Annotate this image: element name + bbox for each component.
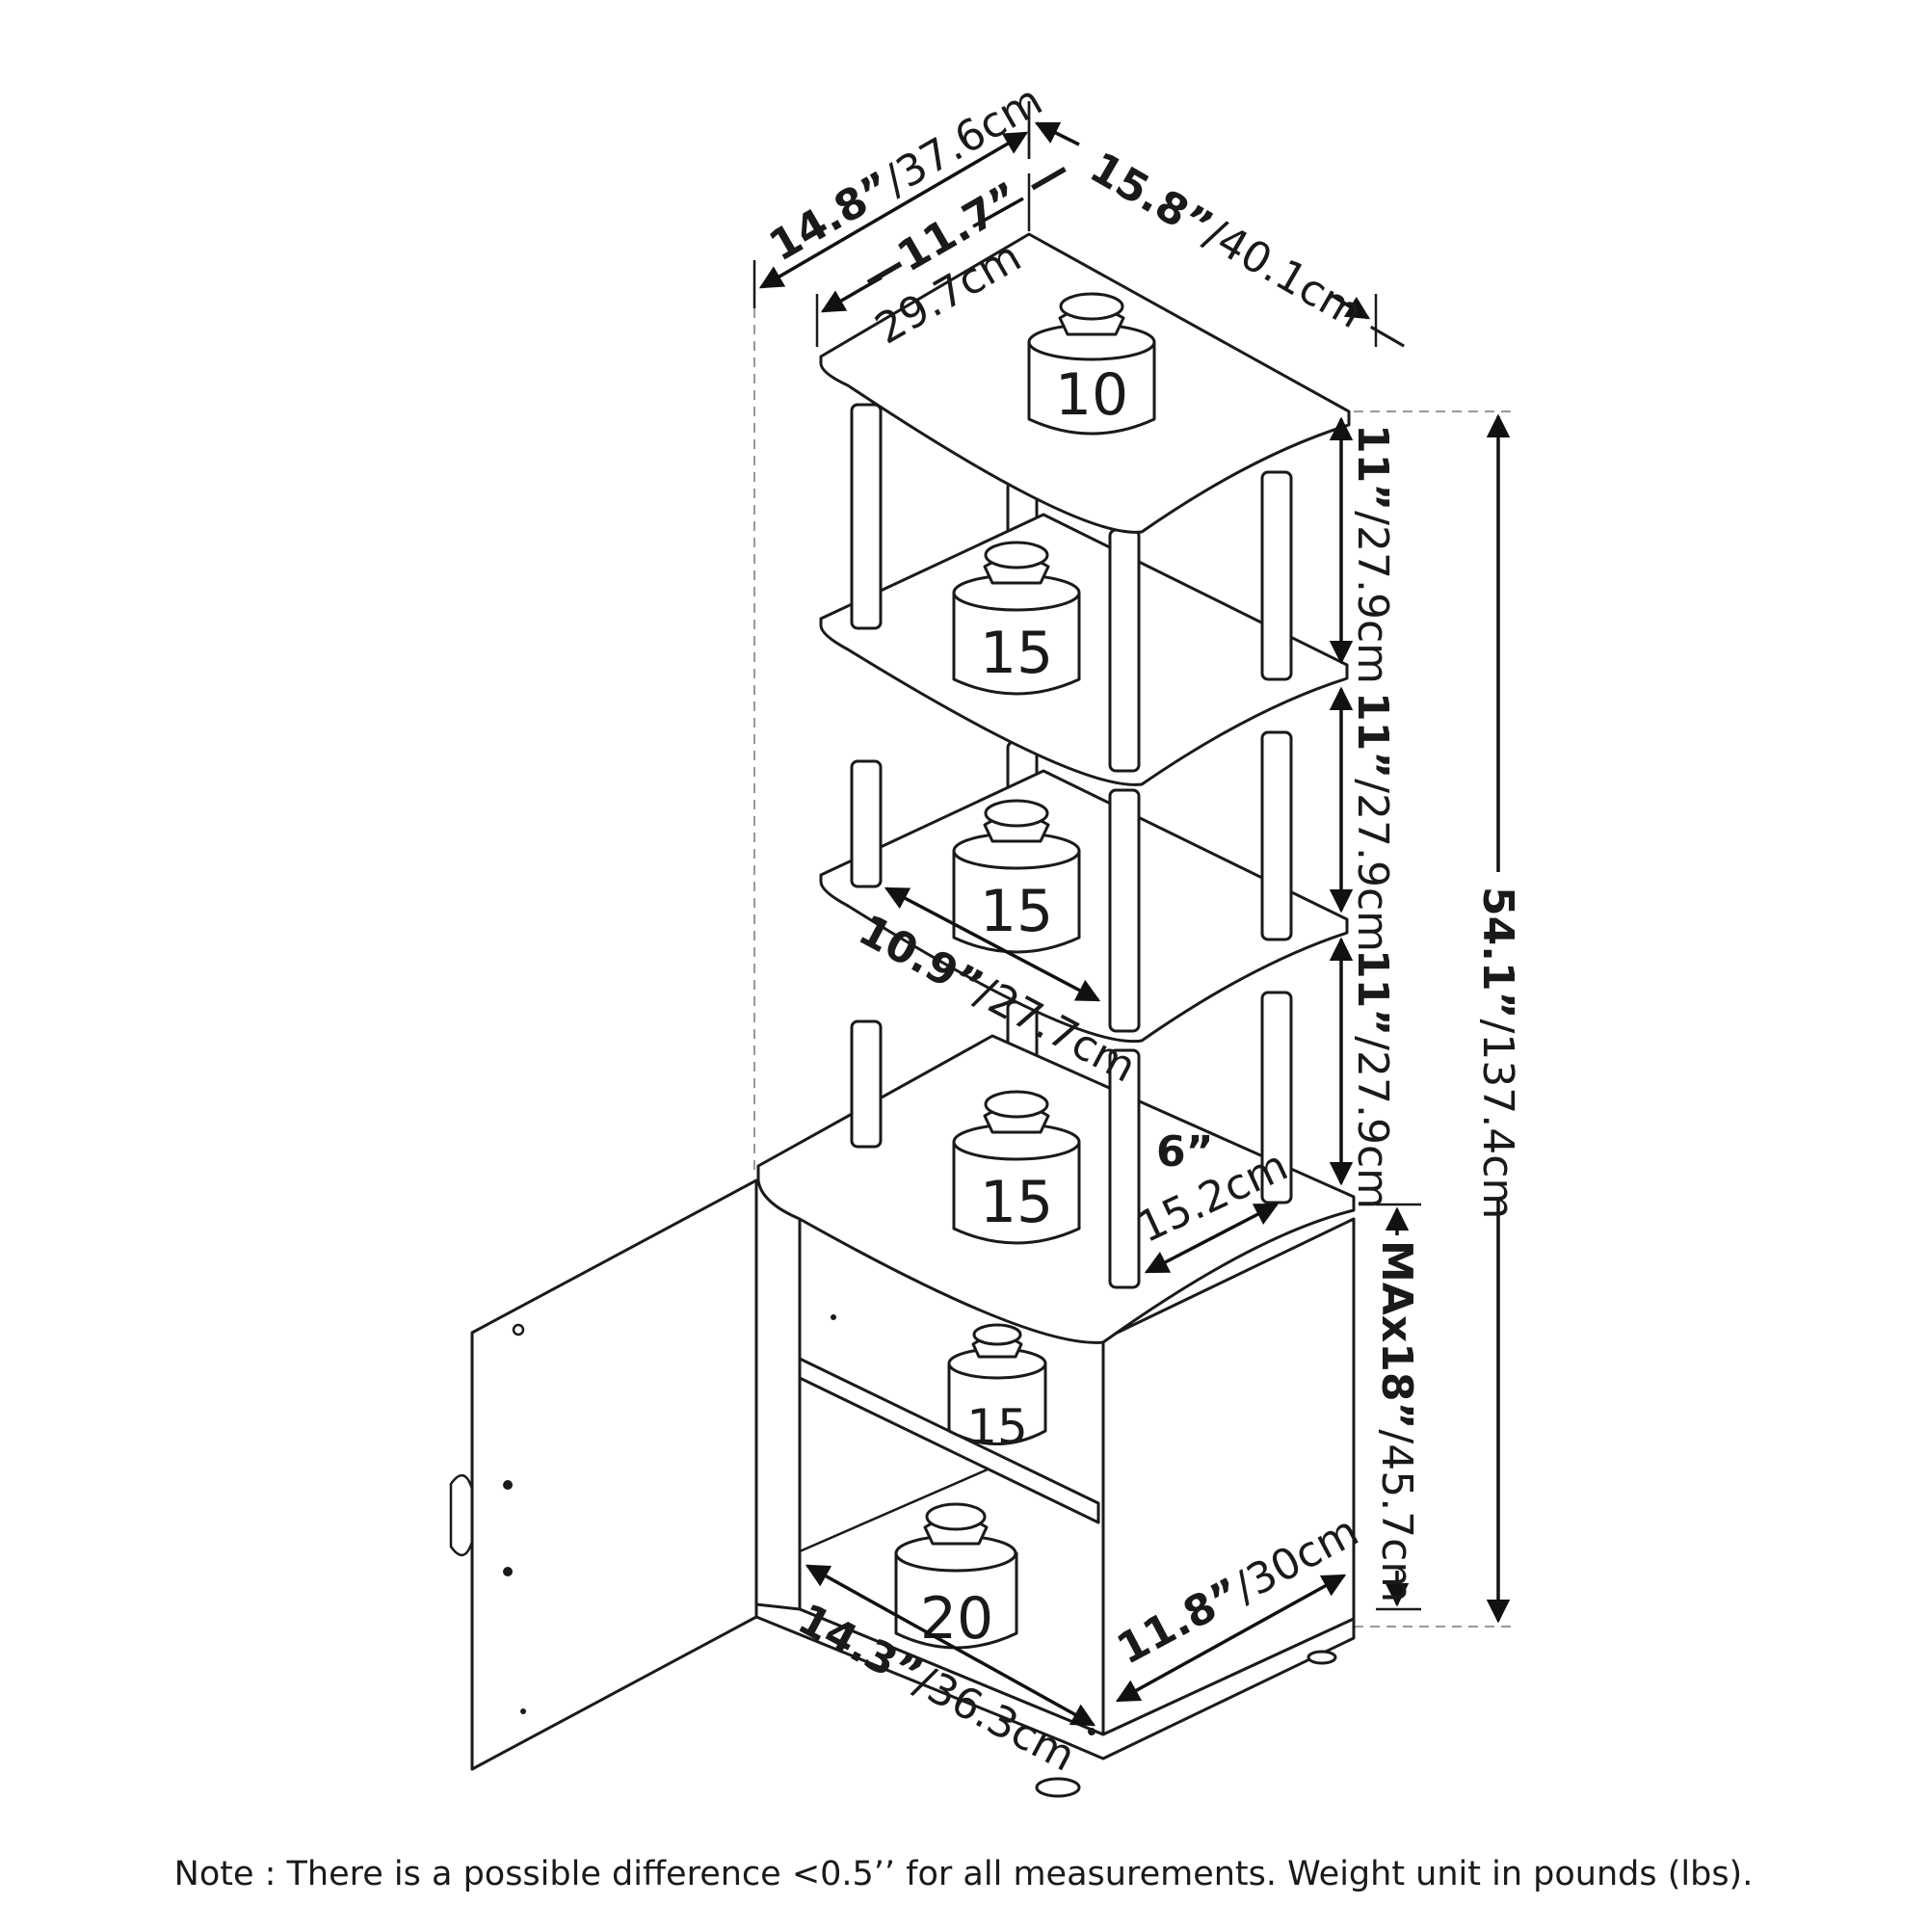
svg-text:11”/27.9cm: 11”/27.9cm bbox=[1348, 949, 1397, 1209]
door-panel bbox=[470, 1178, 758, 1771]
svg-text:54.1”/137.4cm: 54.1”/137.4cm bbox=[1473, 887, 1522, 1219]
dim-cabinet-height: MAx18”/45.7cm bbox=[1372, 1203, 1421, 1611]
door-handle bbox=[449, 1474, 474, 1556]
weight-cabinet-top: 15 bbox=[952, 1090, 1081, 1245]
svg-text:6”: 6” bbox=[1156, 1127, 1214, 1177]
dim-total-height: 54.1”/137.4cm bbox=[1473, 413, 1522, 1624]
svg-text:15: 15 bbox=[966, 1399, 1028, 1455]
dim-shelf-gaps: 11”/27.9cm 11”/27.9cm 11”/27.9cm bbox=[1329, 416, 1397, 1209]
weight-top-shelf: 10 bbox=[1027, 292, 1156, 436]
cabinet-door bbox=[449, 1178, 758, 1771]
svg-text:11”/27.9cm: 11”/27.9cm bbox=[1348, 424, 1397, 684]
front-posts-lower bbox=[850, 991, 1293, 1289]
svg-text:20: 20 bbox=[920, 1585, 993, 1653]
front-posts-upper bbox=[850, 403, 1293, 773]
weight-shelf-2: 15 bbox=[952, 541, 1081, 696]
weight-cabinet-shelf: 15 bbox=[947, 1323, 1047, 1455]
svg-text:MAx18”/45.7cm: MAx18”/45.7cm bbox=[1372, 1240, 1421, 1602]
svg-text:15: 15 bbox=[980, 878, 1053, 945]
svg-text:15: 15 bbox=[980, 620, 1053, 687]
cabinet-inner-shelf bbox=[798, 1357, 1100, 1524]
shelf-2 bbox=[819, 513, 1349, 786]
measurement-note: Note : There is a possible difference <0… bbox=[173, 1855, 1754, 1893]
front-posts-mid bbox=[850, 730, 1293, 1033]
svg-text:11”/27.9cm: 11”/27.9cm bbox=[1348, 692, 1397, 952]
svg-text:15: 15 bbox=[980, 1169, 1053, 1236]
svg-text:10: 10 bbox=[1055, 361, 1128, 429]
